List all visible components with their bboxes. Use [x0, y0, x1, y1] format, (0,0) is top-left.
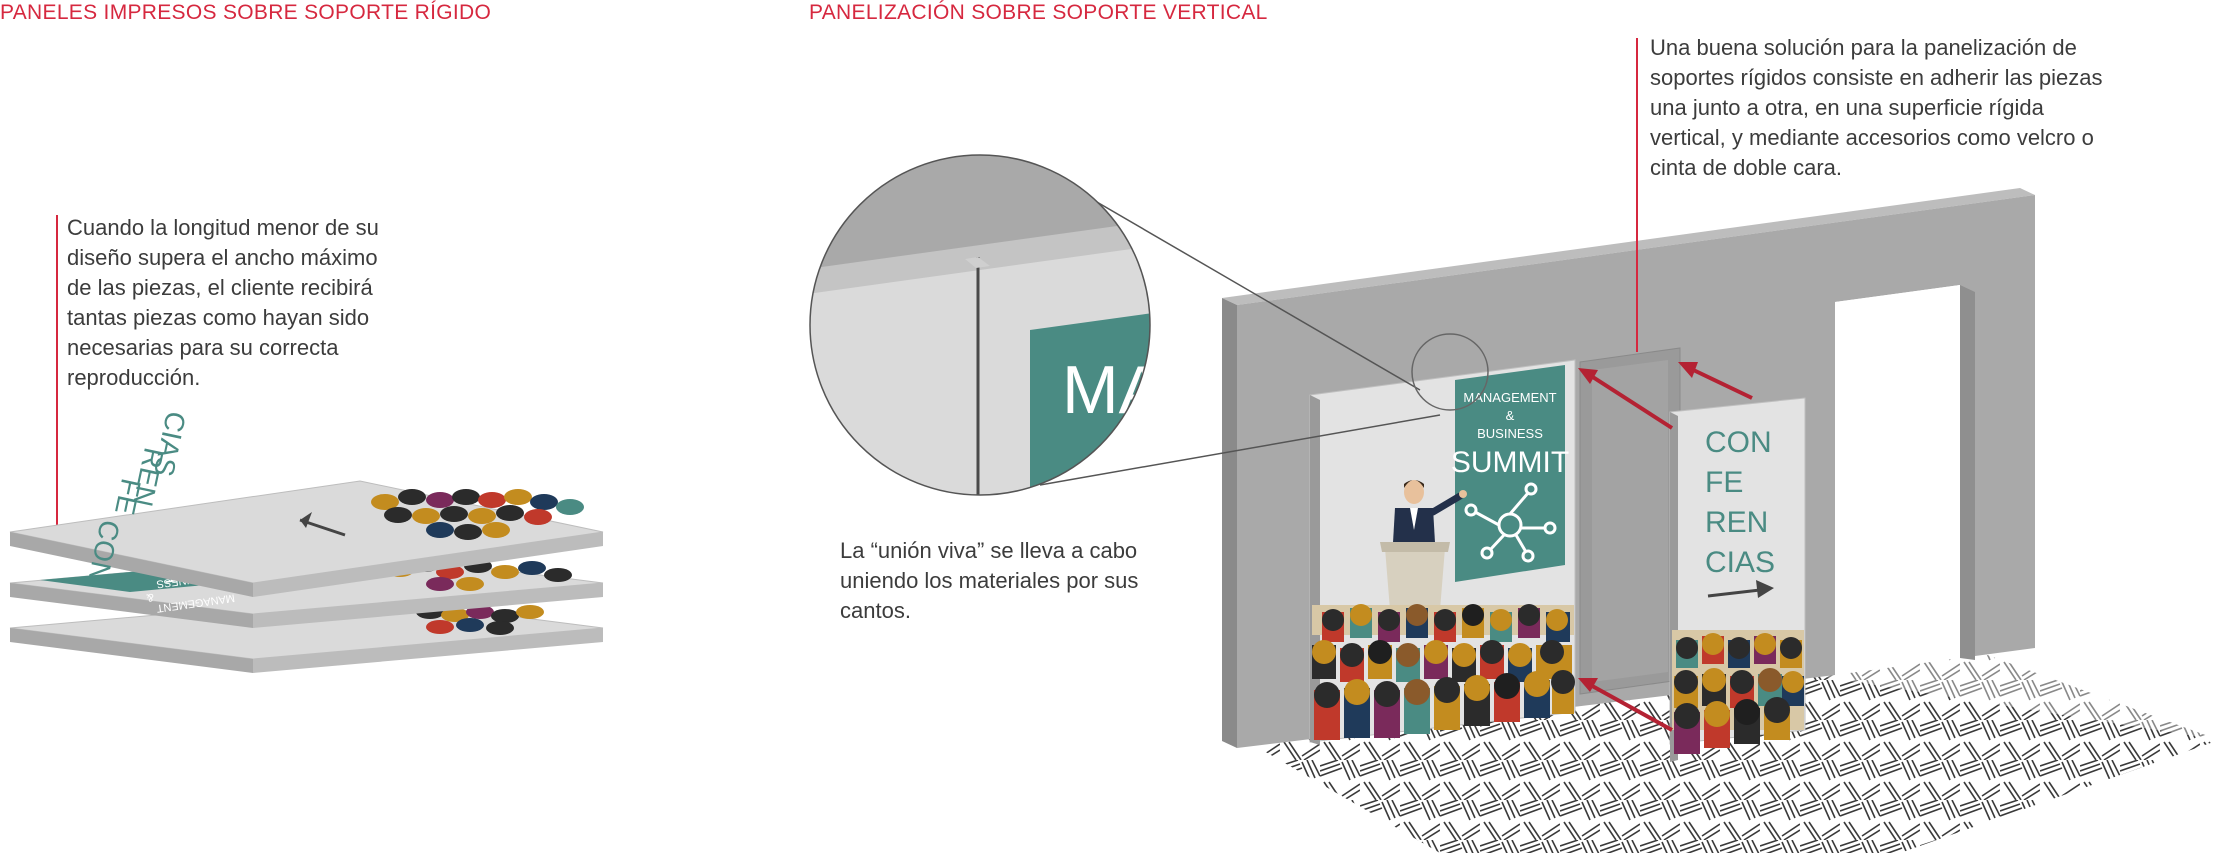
conferencias-panel: CON FE REN CIAS — [1669, 397, 1806, 762]
note-panel-size: Cuando la longitud menor de su diseño su… — [67, 215, 379, 390]
stack-amp-label: & — [145, 591, 155, 604]
left-heading: PANELES IMPRESOS SOBRE SOPORTE RÍGIDO — [0, 1, 492, 24]
wall-top — [1222, 188, 2035, 305]
placement-arrows — [1583, 364, 1753, 732]
note-vertical-support: Una buena solución para la panelización … — [1650, 35, 2103, 180]
poster-management-label: MANAGEMENT — [1463, 390, 1556, 405]
summit-panel: MANAGEMENT & BUSINESS SUMMIT — [1309, 359, 1576, 745]
stack-cias-label: CIAS — [148, 409, 192, 479]
placement-arrowheads — [1578, 362, 1698, 692]
crowd-top — [371, 489, 584, 540]
poster-summit-label: SUMMIT — [1451, 446, 1569, 479]
arrow-right-icon — [299, 512, 346, 537]
zoom-circle — [809, 154, 1151, 496]
poster-amp-label: & — [1506, 408, 1515, 423]
conf-cias-label: CIAS — [1705, 546, 1775, 579]
poster-business-label: BUSINESS — [1477, 426, 1543, 441]
arrow-right-icon — [1707, 580, 1774, 598]
wall-scene: MANAGEMENT & BUSINESS SUMMIT — [1222, 38, 2219, 853]
panel-top: CON FE REN CIAS — [9, 409, 604, 597]
panel-bottom — [9, 596, 604, 673]
zoom-callout: MA — [809, 154, 1489, 496]
door-opening — [1835, 285, 1960, 675]
door-jamb — [1960, 285, 1975, 660]
panel-stack: SUMMIT & BUSINESS MANAGEMENT — [9, 215, 604, 673]
zoom-target-circle — [1411, 333, 1489, 411]
stack-fe-label: FE — [109, 476, 147, 517]
network-icon — [1464, 482, 1557, 563]
speaker-figure — [1380, 480, 1467, 610]
crowd-conferencias — [1672, 630, 1804, 754]
zoom-ma-label: MA — [1062, 352, 1165, 428]
right-heading: PANELIZACIÓN SOBRE SOPORTE VERTICAL — [809, 1, 1268, 24]
conf-fe-label: FE — [1705, 466, 1743, 499]
note-live-joint: La “unión viva” se lleva a cabo uniendo … — [840, 538, 1139, 623]
crowd-summit — [1312, 604, 1575, 740]
conf-ren-label: REN — [1705, 506, 1768, 539]
wall-side — [1222, 298, 1237, 748]
conf-con-label: CON — [1705, 426, 1772, 459]
